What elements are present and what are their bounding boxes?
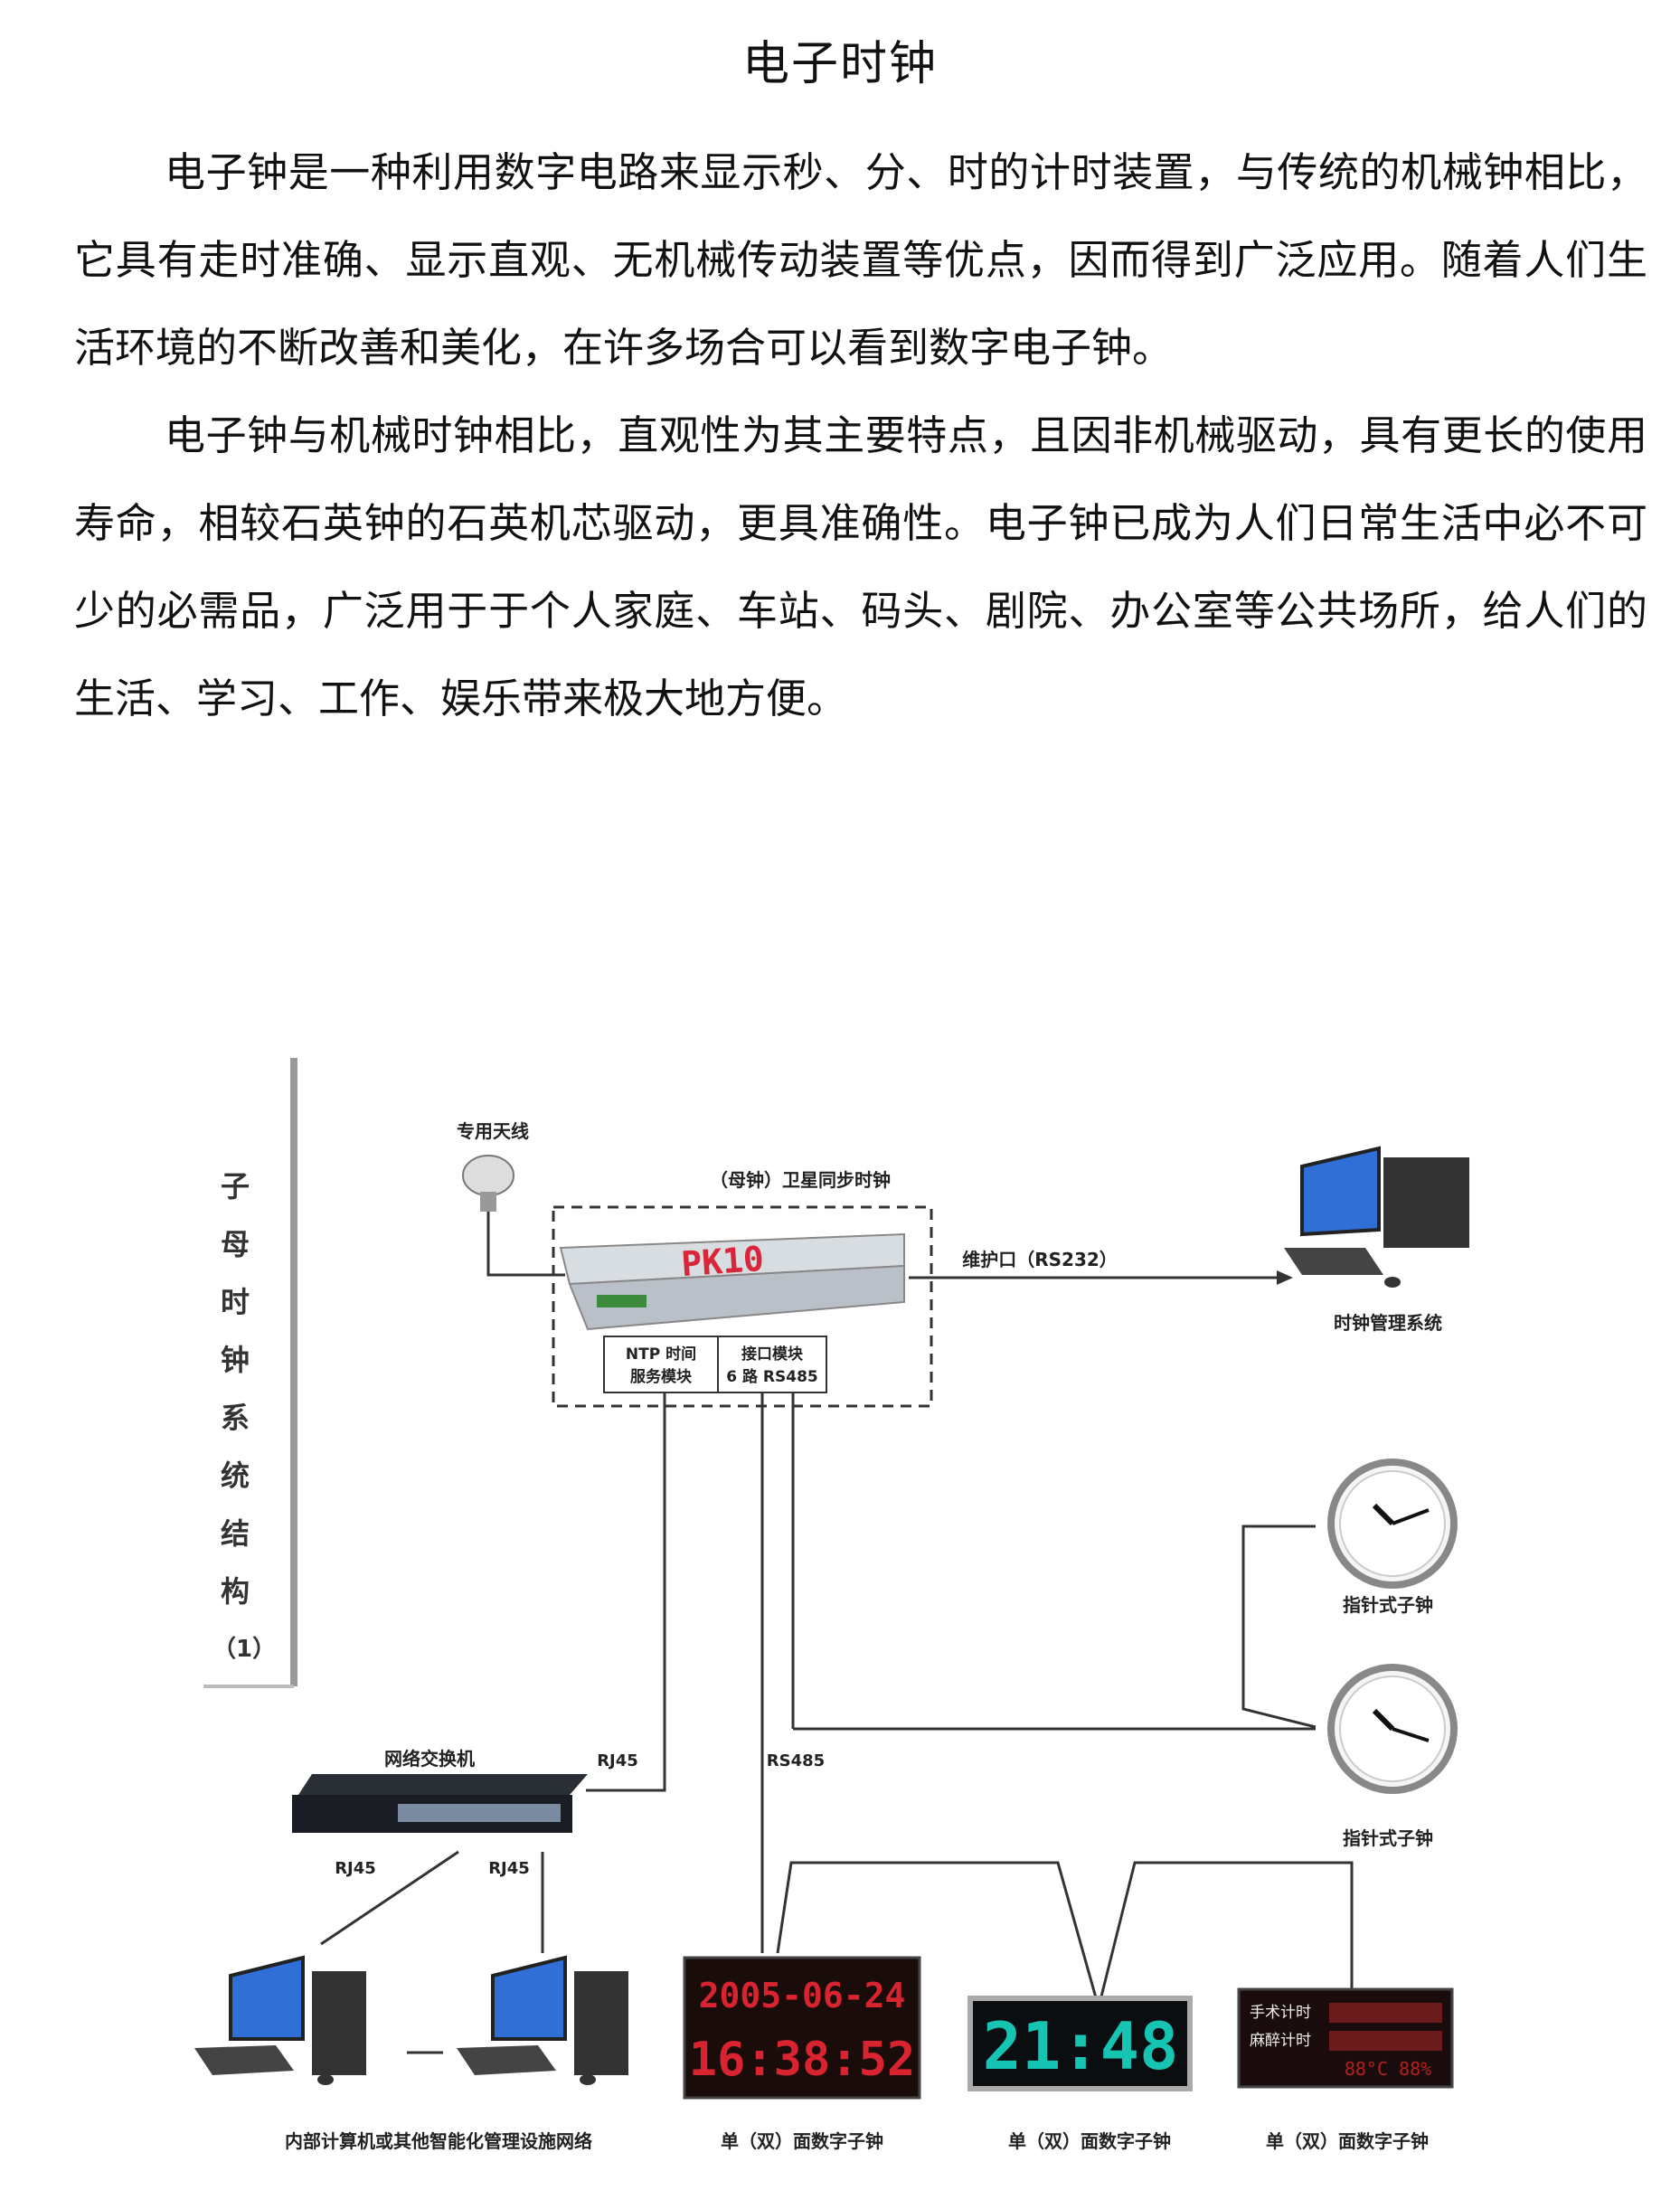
arrow-head-icon — [1277, 1270, 1293, 1285]
analog-clock-1-label: 指针式子钟 — [1343, 1594, 1433, 1616]
antenna-icon — [462, 1155, 514, 1212]
side-title-char: 母 — [220, 1227, 250, 1261]
network-computer-1-icon — [194, 1955, 366, 2085]
side-title-char: 钟 — [220, 1343, 250, 1377]
digital-clock-3-label: 单（双）面数字子钟 — [1266, 2130, 1429, 2152]
master-clock-device — [559, 1232, 905, 1331]
digital-clock-3-row1: 手术计时 — [1250, 2004, 1311, 2022]
master-clock-display: PK10 — [680, 1239, 765, 1284]
analog-clock-2-label: 指针式子钟 — [1343, 1827, 1433, 1849]
side-title-char: 结 — [220, 1516, 250, 1551]
digital-clock-3-row3: 88°C 88% — [1345, 2058, 1431, 2080]
ntp-module-line2: 服务模块 — [630, 1367, 693, 1386]
side-title-char: 统 — [220, 1458, 250, 1493]
rj45-left-label: RJ45 — [335, 1859, 376, 1878]
network-switch-icon — [292, 1774, 588, 1833]
connection-lines — [320, 1212, 1354, 2054]
side-title-char: 系 — [220, 1401, 250, 1435]
switch-label: 网络交换机 — [384, 1748, 475, 1770]
digital-clock-3-row2: 麻醉计时 — [1250, 2032, 1311, 2050]
side-title-char: 子 — [220, 1169, 250, 1204]
ntp-module-box — [603, 1336, 719, 1393]
interface-module-box — [717, 1336, 827, 1393]
side-title-bracket — [203, 1058, 297, 1688]
digital-clock-2-label: 单（双）面数字子钟 — [1008, 2130, 1171, 2152]
page-title: 电子时钟 — [741, 37, 938, 91]
paragraph-2: 电子钟与机械时钟相比，直观性为其主要特点，且因非机械驱动，具有更长的使用寿命，相… — [74, 411, 1647, 722]
antenna-label: 专用天线 — [457, 1120, 529, 1142]
network-label: 内部计算机或其他智能化管理设施网络 — [285, 2130, 592, 2152]
maintenance-port-label: 维护口（RS232） — [962, 1249, 1118, 1270]
network-computer-2-icon — [457, 1955, 628, 2085]
clock-system-diagram: 专用天线 （母钟）卫星同步时钟 PK10 NTP 时间 服务模块 接口模块 6 … — [194, 1058, 1469, 2152]
analog-clock-2-icon — [1327, 1664, 1458, 1794]
management-computer-icon — [1284, 1146, 1469, 1288]
digital-clock-1-time: 16:38:52 — [689, 2033, 915, 2087]
digital-clock-1-label: 单（双）面数字子钟 — [721, 2130, 883, 2152]
rj45-top-label: RJ45 — [597, 1751, 638, 1770]
side-title-char: 构 — [220, 1574, 250, 1609]
analog-clock-1-icon — [1327, 1458, 1458, 1589]
interface-module-line1: 接口模块 — [741, 1345, 804, 1364]
management-system-label: 时钟管理系统 — [1334, 1312, 1442, 1334]
rj45-right-label: RJ45 — [488, 1859, 530, 1878]
digital-clock-2-time: 21:48 — [983, 2008, 1179, 2084]
master-clock-dashed-box — [552, 1205, 933, 1408]
digital-clock-2-panel — [967, 1996, 1193, 2091]
digital-clock-1-panel — [683, 1956, 921, 2100]
digital-clock-3-segment — [1329, 2003, 1442, 2023]
interface-module-line2: 6 路 RS485 — [726, 1367, 818, 1386]
ntp-module-line1: NTP 时间 — [626, 1345, 696, 1364]
digital-clock-1-date: 2005-06-24 — [699, 1976, 906, 2015]
digital-clock-3-segment — [1329, 2031, 1442, 2051]
paragraph-1: 电子钟是一种利用数字电路来显示秒、分、时的计时装置，与传统的机械钟相比，它具有走… — [74, 148, 1647, 372]
side-title-char: 时 — [220, 1285, 250, 1319]
rs485-label: RS485 — [767, 1751, 825, 1770]
master-clock-label: （母钟）卫星同步时钟 — [710, 1169, 891, 1191]
